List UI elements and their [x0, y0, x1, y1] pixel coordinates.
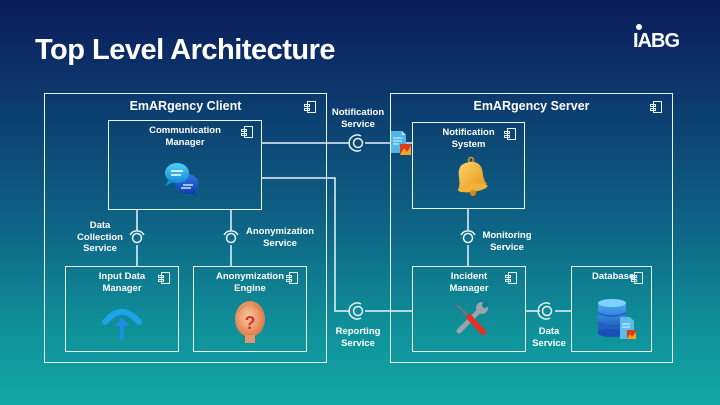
component-icon: [631, 272, 643, 284]
tools-icon: [456, 302, 488, 335]
component-icon: [650, 101, 662, 113]
monitoring-interface-icon: [460, 230, 476, 244]
server-title: EmARgency Server: [473, 99, 590, 113]
page-title: Top Level Architecture: [35, 34, 336, 66]
anonymous-head-icon: ?: [235, 301, 265, 343]
database-icon: [597, 299, 636, 339]
component-icon: [505, 272, 517, 284]
component-title: Database: [592, 271, 635, 282]
client-title: EmARgency Client: [129, 99, 242, 113]
logo-dot: [636, 24, 642, 30]
logo-text: IABG: [633, 30, 680, 52]
component-icon: [504, 128, 516, 140]
database-component[interactable]: Database: [571, 266, 652, 352]
component-icon: [158, 272, 170, 284]
wire-comm-to-reporting-service: [261, 177, 350, 312]
component-icon: [286, 272, 298, 284]
emargency-client-container: EmARgency Client: [44, 93, 327, 363]
chat-bubbles-icon: [165, 163, 199, 197]
emargency-server-container: EmARgency Server: [390, 93, 673, 363]
data-service-interface-icon: [537, 302, 553, 320]
svg-text:?: ?: [245, 313, 256, 333]
bell-icon: [457, 156, 488, 196]
iabg-logo: IABG: [633, 24, 680, 53]
component-icon: [304, 101, 316, 113]
anonymization-interface-icon: [223, 230, 239, 244]
data-collection-interface-icon: [129, 230, 145, 244]
reporting-interface-icon: [348, 302, 364, 320]
upload-arrow-icon: [102, 309, 142, 340]
component-icon: [241, 126, 253, 138]
notification-document-icon: [391, 131, 411, 155]
notification-service-interface-icon: [348, 134, 364, 152]
